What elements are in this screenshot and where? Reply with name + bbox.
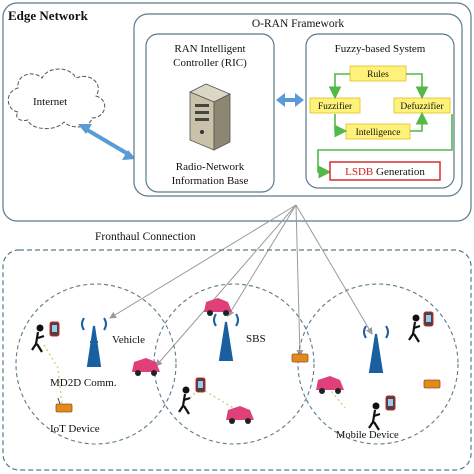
intelligence-label: Intelligence bbox=[356, 128, 401, 138]
mobile-label: Mobile Device bbox=[336, 430, 399, 441]
iot-device-icon-right bbox=[423, 379, 441, 389]
rules-label: Rules bbox=[367, 70, 389, 80]
fronthaul-label: Fronthaul Connection bbox=[95, 231, 196, 243]
iot-label: IoT Device bbox=[50, 423, 100, 435]
lsdb-box bbox=[329, 161, 441, 181]
fuzzifier-label: Fuzzifier bbox=[318, 101, 353, 112]
internet-oran-link bbox=[78, 124, 136, 160]
tower-icon-left bbox=[81, 317, 107, 367]
ric-title-line1: RAN Intelligent bbox=[174, 43, 245, 55]
ric-title-line2: Controller (RIC) bbox=[173, 57, 247, 69]
person-icon-middle bbox=[178, 386, 191, 415]
person-icon-right-top bbox=[408, 314, 421, 343]
phone-icon-middle bbox=[195, 377, 206, 393]
iot-device-icon-left bbox=[55, 397, 73, 413]
fuzzy-title: Fuzzy-based System bbox=[335, 43, 426, 55]
ric-db-line1: Radio-Network bbox=[176, 161, 245, 173]
phone-icon-left bbox=[49, 321, 60, 337]
edge-network-title: Edge Network bbox=[8, 8, 89, 23]
cell-right bbox=[297, 283, 459, 445]
phone-icon-right-top bbox=[423, 311, 434, 327]
phone-icon-right-bottom bbox=[385, 395, 396, 411]
access-network-box bbox=[2, 249, 472, 471]
sbs-label: SBS bbox=[246, 333, 266, 345]
car-icon-bottom bbox=[226, 406, 254, 424]
ric-fuzzy-link bbox=[276, 93, 304, 107]
cell-middle bbox=[153, 283, 315, 445]
md2d-label: MD2D Comm. bbox=[50, 377, 117, 389]
vehicle-label: Vehicle bbox=[112, 334, 145, 346]
server-icon bbox=[189, 83, 231, 151]
cell-left bbox=[15, 283, 177, 445]
oran-title: O-RAN Framework bbox=[252, 18, 345, 30]
tower-icon-middle bbox=[213, 313, 239, 361]
fuzzy-flow-arrows bbox=[328, 73, 429, 138]
car-icon-vehicle bbox=[132, 358, 160, 376]
person-icon-left bbox=[31, 324, 45, 353]
internet-cloud bbox=[7, 68, 106, 129]
lsdb-label: LSDB Generation bbox=[345, 166, 425, 178]
lsdb-suffix: Generation bbox=[373, 166, 425, 178]
person-icon-right-bottom bbox=[368, 402, 381, 431]
fronthaul-lines bbox=[109, 204, 373, 367]
car-icon-top bbox=[204, 298, 232, 316]
iot-device-icon-middle bbox=[291, 353, 309, 363]
lsdb-prefix: LSDB bbox=[345, 166, 373, 178]
lsdb-arrow bbox=[317, 114, 453, 179]
car-icon-right bbox=[316, 376, 344, 394]
tower-icon-right bbox=[363, 325, 389, 373]
internet-label: Internet bbox=[33, 96, 67, 108]
edge-network-box bbox=[2, 2, 472, 222]
ric-db-line2: Information Base bbox=[172, 175, 249, 187]
defuzzifier-label: Defuzzifier bbox=[400, 101, 444, 112]
